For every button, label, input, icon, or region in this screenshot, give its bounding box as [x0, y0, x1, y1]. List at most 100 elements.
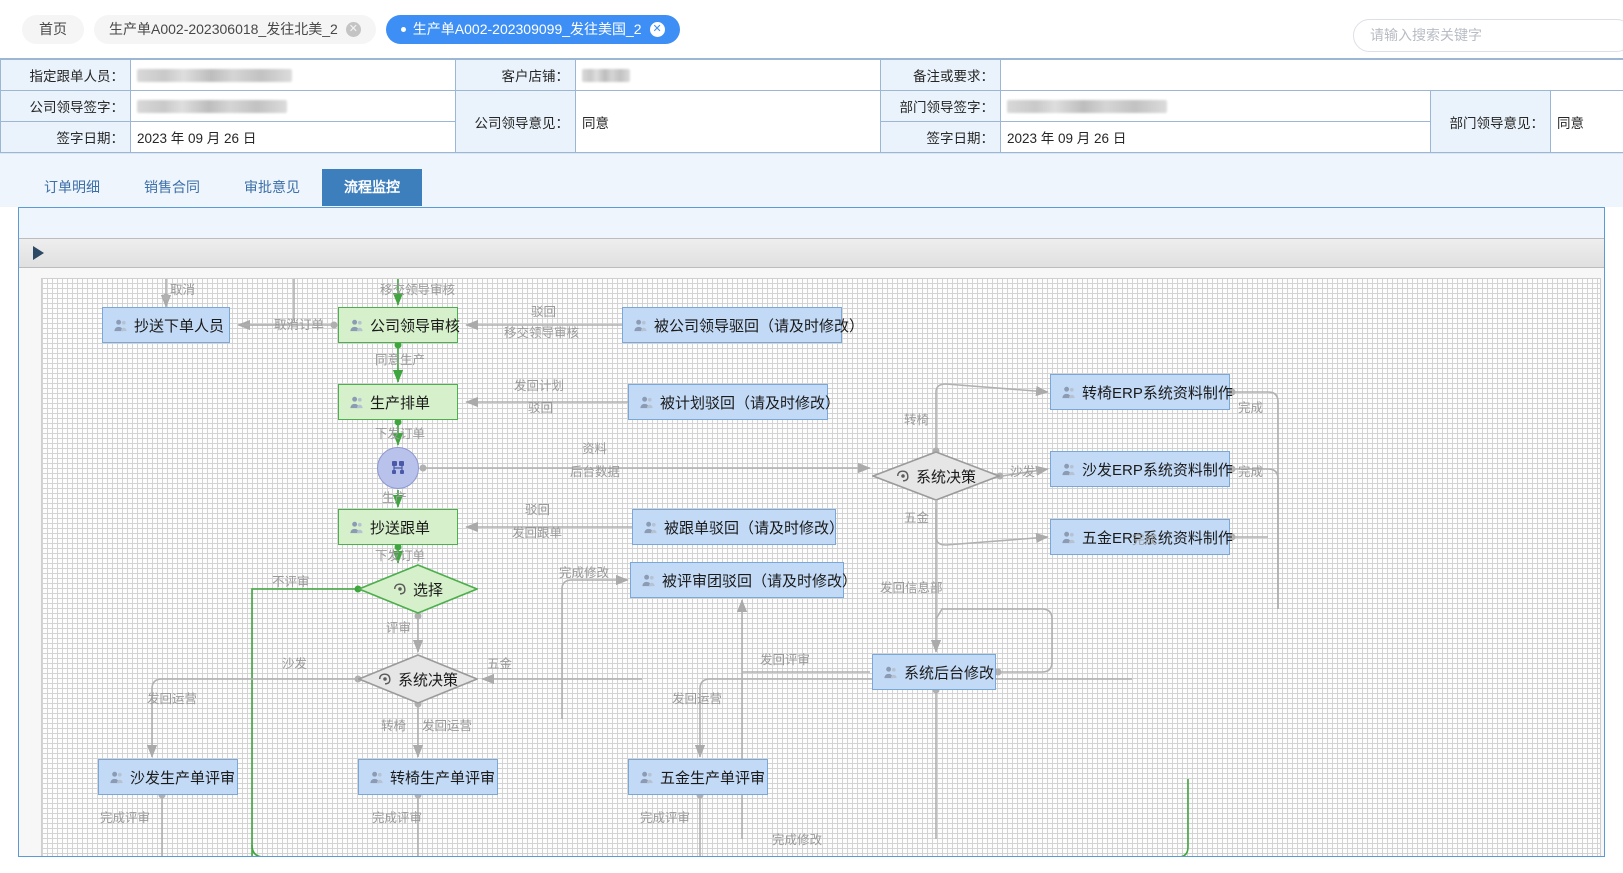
diamond-shape-icon: [358, 654, 478, 704]
nav-tab-order-202309099[interactable]: 生产单A002-202309099_发往美国_2 ✕: [385, 14, 680, 44]
flow-node-production-scheduling[interactable]: 生产排单: [338, 384, 458, 420]
value-company-sign-date: 2023 年 09 月 26 日: [130, 121, 456, 153]
label-customer-shop: 客户店铺：: [455, 59, 576, 91]
close-icon[interactable]: ✕: [649, 21, 665, 37]
redacted-value: [137, 100, 287, 114]
flow-node-company-leader-review[interactable]: 公司领导审核: [338, 307, 460, 343]
flow-node-cc-order-staff[interactable]: 抄送下单人员: [102, 307, 230, 343]
user-icon: [641, 573, 656, 588]
flow-edge-label: 驳回: [528, 401, 554, 415]
label-dept-sign-date: 签字日期：: [880, 121, 1001, 153]
user-icon: [113, 318, 128, 333]
flow-node-label: 被评审团驳回（请及时修改）: [662, 572, 858, 590]
flow-edge-label: 移交领导审核: [504, 326, 580, 340]
flow-edge-label: 发回评审: [760, 653, 811, 667]
value-dept-leader-opinion: 同意: [1549, 90, 1623, 153]
flow-node-erp-swivel-chair[interactable]: 转椅ERP系统资料制作: [1050, 374, 1233, 410]
flow-node-rejected-by-follower[interactable]: 被跟单驳回（请及时修改）: [632, 509, 844, 545]
flow-node-label: 选择: [412, 581, 443, 599]
flow-canvas-area[interactable]: 抄送下单人员 公司领导审核 被公司领导驱回（请及时修改） 生产排单 被计划驳回（…: [19, 268, 1604, 856]
redacted-value: [1007, 100, 1167, 114]
value-assigned-follower: [130, 59, 456, 91]
flow-node-label: 被公司领导驱回（请及时修改）: [654, 317, 865, 335]
user-icon: [633, 318, 648, 333]
flow-node-label: 五金ERP系统资料制作: [1082, 529, 1233, 547]
flow-node-review-swivel-chair[interactable]: 转椅生产单评审: [358, 759, 498, 795]
value-dept-sign-date: 2023 年 09 月 26 日: [1000, 121, 1431, 153]
tab-approval-opinion[interactable]: 审批意见: [244, 179, 300, 195]
approval-form-table: 指定跟单人员： 客户店铺： 备注或要求： 公司领导签字： 公司领导意见： 同意 …: [0, 58, 1623, 153]
table-row: 指定跟单人员： 客户店铺： 备注或要求：: [0, 59, 1623, 91]
flow-node-label: 系统决策: [915, 468, 976, 486]
flow-node-label: 生产排单: [370, 394, 431, 412]
flow-edge-label: 发回运营: [422, 719, 473, 733]
flow-edge-label: 完成修改: [772, 833, 823, 847]
user-icon: [1061, 385, 1076, 400]
flow-edge-label: 转椅: [381, 719, 407, 733]
flow-edge-label: 完成: [1132, 533, 1158, 547]
play-triangle-icon[interactable]: [33, 246, 44, 260]
label-remark: 备注或要求：: [880, 59, 1001, 91]
table-row: 签字日期： 2023 年 09 月 26 日 签字日期： 2023 年 09 月…: [0, 121, 1623, 153]
tab-sales-contract[interactable]: 销售合同: [144, 179, 200, 195]
flow-node-rejected-by-plan[interactable]: 被计划驳回（请及时修改）: [628, 384, 840, 420]
flow-edge-label: 发回计划: [514, 379, 565, 393]
tab-process-monitor[interactable]: 流程监控: [322, 169, 422, 206]
flow-canvas[interactable]: 抄送下单人员 公司领导审核 被公司领导驱回（请及时修改） 生产排单 被计划驳回（…: [41, 278, 1601, 856]
panel-header-spacer: [19, 208, 1604, 238]
flow-node-erp-hardware[interactable]: 五金ERP系统资料制作: [1050, 519, 1233, 555]
redacted-value: [582, 69, 630, 83]
flow-edge-label: 驳回: [525, 503, 551, 517]
flow-edge-label: 生产: [382, 491, 408, 505]
flow-node-label: 抄送跟单: [370, 519, 431, 537]
flow-node-gateway-choice[interactable]: 选择: [358, 564, 478, 614]
flow-edge-label: 完成: [1238, 465, 1264, 479]
flow-edge-label: 驳回: [531, 305, 557, 319]
fork-split-icon: [392, 461, 404, 474]
flow-node-label: 转椅生产单评审: [390, 769, 496, 787]
nav-tab-order-202306018[interactable]: 生产单A002-202306018_发往北美_2 ✕: [94, 14, 376, 44]
detail-tabs-bar: 订单明细 销售合同 审批意见 流程监控: [0, 153, 1623, 207]
flow-node-label: 沙发生产单评审: [130, 769, 236, 787]
flow-edge-label: 沙发: [282, 657, 308, 671]
gateway-icon: [896, 469, 910, 483]
user-icon: [639, 395, 654, 410]
flow-edge-label: 同意生产: [375, 353, 426, 367]
flow-node-label: 系统后台修改: [904, 664, 995, 682]
search-input[interactable]: 请输入搜索关键字: [1353, 19, 1623, 52]
flow-node-review-hardware[interactable]: 五金生产单评审: [628, 759, 768, 795]
flow-node-label: 转椅ERP系统资料制作: [1082, 384, 1233, 402]
value-customer-shop: [575, 59, 881, 91]
flow-node-rejected-by-company-leader[interactable]: 被公司领导驱回（请及时修改）: [622, 307, 864, 343]
table-row: 公司领导签字： 公司领导意见： 同意 部门领导签字： 部门领导意见： 同意: [0, 90, 1623, 153]
user-icon: [349, 318, 364, 333]
flow-node-gateway-system-decision-2[interactable]: 系统决策: [872, 451, 1000, 501]
flow-node-cc-follower[interactable]: 抄送跟单: [338, 509, 458, 545]
nav-tab-label: 生产单A002-202309099_发往美国_2: [412, 20, 642, 37]
flow-edge-label: 评审: [386, 621, 412, 635]
user-icon: [349, 395, 364, 410]
user-icon: [639, 770, 654, 785]
flow-node-rejected-by-review-team[interactable]: 被评审团驳回（请及时修改）: [630, 562, 857, 598]
label-dept-leader-sign: 部门领导签字：: [880, 90, 1001, 122]
label-assigned-follower: 指定跟单人员：: [0, 59, 131, 91]
user-icon: [349, 520, 364, 535]
active-dot-icon: [400, 26, 406, 32]
flow-edge-label: 完成评审: [100, 811, 151, 825]
flow-edge-label: 资料: [582, 442, 608, 456]
flow-edges: [146, 279, 1279, 856]
tab-order-detail[interactable]: 订单明细: [44, 179, 100, 195]
user-icon: [643, 520, 658, 535]
flow-node-review-sofa[interactable]: 沙发生产单评审: [98, 759, 238, 795]
close-icon[interactable]: ✕: [345, 21, 361, 37]
flow-edge-label: 后台数据: [570, 465, 621, 479]
flow-node-system-backend-modify[interactable]: 系统后台修改: [872, 654, 996, 690]
flow-toolbar[interactable]: [19, 238, 1604, 268]
flow-edge-label: 下发订单: [375, 549, 426, 563]
flow-node-parallel-fork[interactable]: [377, 447, 419, 489]
flow-node-label: 抄送下单人员: [134, 317, 225, 335]
nav-tab-home[interactable]: 首页: [22, 14, 84, 44]
flow-node-gateway-system-decision-1[interactable]: 系统决策: [358, 654, 478, 704]
flow-node-erp-sofa[interactable]: 沙发ERP系统资料制作: [1050, 451, 1233, 487]
gateway-label-wrap: 系统决策: [378, 669, 458, 690]
